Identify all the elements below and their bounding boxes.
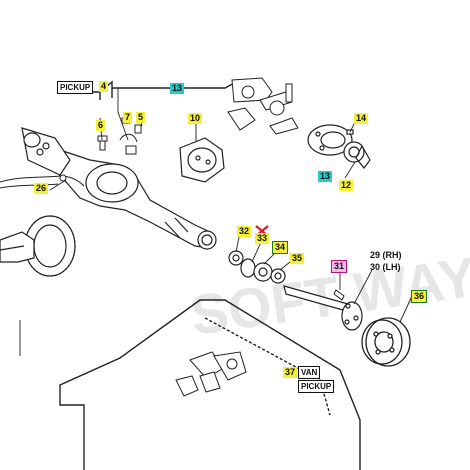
bearing-parts [228, 250, 286, 284]
pinion-shaft [0, 231, 35, 263]
label-van: VAN [298, 366, 321, 379]
axle-shaft [283, 285, 363, 331]
label-14: 14 [354, 113, 369, 124]
label-10: 10 [188, 113, 203, 124]
label-37: 37 [283, 367, 298, 378]
label-13-right: 13 [318, 171, 333, 182]
label-pickup-bottom: PICKUP [298, 380, 335, 393]
label-33: 33 [255, 233, 270, 244]
label-26: 26 [34, 183, 49, 194]
label-5: 5 [136, 112, 146, 123]
label-34: 34 [271, 241, 289, 254]
label-36: 36 [410, 290, 428, 303]
label-pickup-top: PICKUP [57, 81, 94, 94]
label-30-lh: 30 (LH) [370, 262, 401, 272]
axle-housing [21, 127, 217, 250]
label-35: 35 [290, 253, 305, 264]
brake-line [0, 174, 85, 189]
wheel-stud [333, 289, 345, 301]
differential-case [179, 137, 225, 183]
ring-gear [24, 215, 76, 277]
right-carrier [307, 124, 371, 169]
label-29-rh: 29 (RH) [370, 250, 402, 260]
brake-drum [361, 317, 411, 367]
label-6: 6 [96, 120, 106, 131]
label-32: 32 [237, 226, 252, 237]
label-13-top: 13 [170, 83, 185, 94]
label-4: 4 [99, 81, 109, 92]
bottom-parts [175, 351, 247, 397]
diff-gears [227, 77, 299, 135]
label-31: 31 [330, 260, 348, 273]
label-12: 12 [339, 180, 354, 191]
label-7: 7 [123, 112, 133, 123]
